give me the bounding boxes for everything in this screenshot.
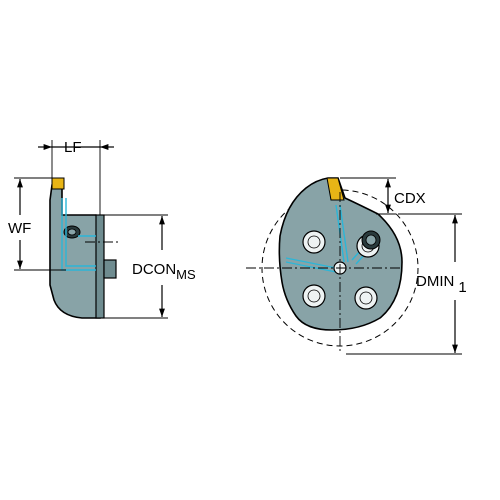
side-view-coupling-stub — [103, 259, 117, 279]
dcon-label-main: DCON — [132, 261, 176, 278]
dcon-label: DCONMS — [132, 261, 196, 282]
side-view: LF WF DCONMS — [8, 139, 196, 319]
front-view-hole-top-left — [302, 230, 326, 254]
front-view-coolant-channel-4 — [285, 261, 337, 273]
front-view-body — [278, 177, 403, 331]
front-view-hole-bottom-right-inner — [359, 291, 373, 305]
wf-label: WF — [8, 220, 31, 237]
front-view-hole-bottom-right — [354, 286, 378, 310]
front-view-clamp-screw-head — [365, 234, 377, 246]
side-view-insert — [51, 177, 65, 190]
dmin-label-subscript: 1 — [458, 279, 466, 296]
front-view-hole-bottom-left-inner — [307, 289, 321, 303]
side-view-body — [49, 184, 101, 319]
dmin-label-main: DMIN — [416, 273, 454, 290]
side-view-coolant-channel-2 — [65, 198, 96, 267]
front-view-hole-top-left-inner — [307, 235, 321, 249]
front-view-hole-bottom-left — [302, 284, 326, 308]
cdx-label: CDX — [394, 190, 426, 207]
side-view-clamp-screw-head — [67, 228, 77, 236]
front-view-coolant-channel-2 — [339, 204, 349, 263]
side-view-shank — [95, 214, 105, 319]
dcon-label-subscript: MS — [176, 267, 196, 282]
lf-label: LF — [64, 139, 82, 156]
front-view-coolant-channel-3 — [285, 257, 337, 269]
